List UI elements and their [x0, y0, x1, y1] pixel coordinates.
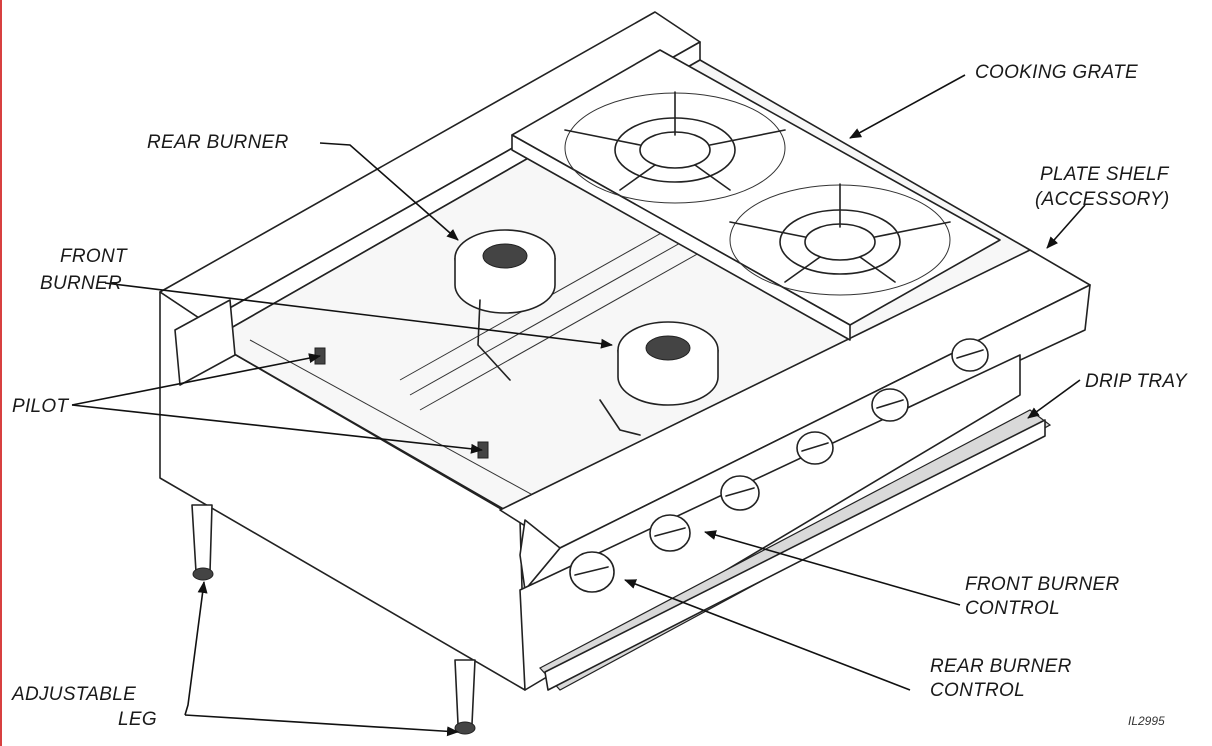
- label-cooking-grate: COOKING GRATE: [975, 62, 1138, 83]
- label-rear-burner: REAR BURNER: [147, 132, 289, 153]
- label-front-burner-control-line1: FRONT BURNER: [965, 574, 1120, 595]
- control-knob: [569, 551, 615, 593]
- label-drip-tray: DRIP TRAY: [1085, 371, 1188, 392]
- label-adjustable-leg-line1: ADJUSTABLE: [11, 684, 136, 705]
- control-knob: [796, 431, 834, 465]
- control-knob: [951, 338, 989, 372]
- control-knob: [871, 388, 909, 422]
- control-knob: [649, 514, 691, 552]
- front-burner: [599, 321, 719, 436]
- label-plate-shelf-line1: PLATE SHELF: [1040, 164, 1170, 185]
- labels: COOKING GRATE REAR BURNER PLATE SHELF (A…: [11, 62, 1188, 730]
- label-adjustable-leg-line2: LEG: [118, 709, 157, 730]
- rear-burner: [454, 229, 556, 381]
- label-pilot: PILOT: [12, 396, 69, 417]
- figure-code: IL2995: [1128, 714, 1165, 728]
- label-front-burner-line1: FRONT: [60, 246, 128, 267]
- label-rear-burner-control-line2: CONTROL: [930, 680, 1025, 701]
- control-knob: [720, 475, 760, 511]
- label-front-burner-line2: BURNER: [40, 273, 122, 294]
- page-edge-rule: [0, 0, 2, 746]
- cooking-grate: [564, 91, 951, 296]
- leader-lines: [71, 74, 1086, 737]
- control-knobs: [569, 338, 989, 593]
- label-front-burner-control-line2: CONTROL: [965, 598, 1060, 619]
- label-plate-shelf-line2: (ACCESSORY): [1035, 189, 1170, 210]
- label-rear-burner-control-line1: REAR BURNER: [930, 656, 1072, 677]
